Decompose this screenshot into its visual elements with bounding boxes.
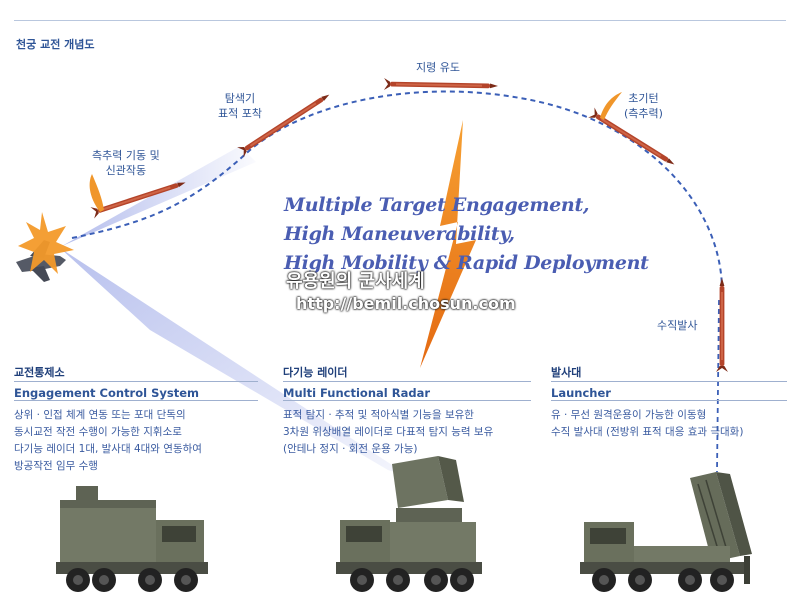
column-description: 상위 · 인접 체계 연동 또는 포대 단독의 동시교전 작전 수행이 가능한 … xyxy=(14,409,202,472)
column-radar: 다기능 레이더 Multi Functional Radar 표적 탐지 · 추… xyxy=(283,364,531,458)
label-initial-turn: 초기턴(측추력) xyxy=(624,92,663,120)
label-vertical-launch: 수직발사 xyxy=(657,319,698,332)
missile-capture xyxy=(237,94,330,158)
column-description: 표적 탐지 · 추적 및 적아식별 기능을 보유한 3차원 위상배열 레이더로 … xyxy=(283,409,494,455)
radar-truck xyxy=(336,456,482,592)
capability-banner: Multiple Target Engagement, High Maneuve… xyxy=(284,194,649,274)
missile-maneuver xyxy=(90,182,186,219)
diagram-title: 천궁 교전 개념도 xyxy=(16,38,95,51)
column-eng-title: Multi Functional Radar xyxy=(283,382,531,401)
column-kor-title: 다기능 레이더 xyxy=(283,364,531,382)
watermark-url: http://bemil.chosun.com xyxy=(296,294,516,313)
launch-path xyxy=(716,299,720,473)
radar-beam-lower xyxy=(60,248,412,478)
column-kor-title: 발사대 xyxy=(551,364,787,382)
column-engagement-control: 교전통제소 Engagement Control System 상위 · 인접 … xyxy=(14,364,258,475)
watermark-name: 유용원의 군사세계 xyxy=(286,271,425,292)
column-kor-title: 교전통제소 xyxy=(14,364,258,382)
label-guidance: 지령 유도 xyxy=(416,61,460,74)
flight-path xyxy=(71,90,723,289)
column-launcher: 발사대 Launcher 유 · 무선 원격운용이 가능한 이동형 수직 발사대… xyxy=(551,364,787,441)
flame-initial-turn xyxy=(600,92,622,120)
explosion xyxy=(18,212,74,274)
missile-initial-turn xyxy=(588,107,675,165)
ecs-truck xyxy=(56,486,208,592)
top-rule xyxy=(14,20,786,21)
missile-vertical xyxy=(716,278,728,372)
launcher-truck xyxy=(580,472,752,592)
column-description: 유 · 무선 원격운용이 가능한 이동형 수직 발사대 (전방위 표적 대응 효… xyxy=(551,409,744,438)
radar-beam-upper xyxy=(62,146,256,246)
flame-maneuver xyxy=(89,174,104,212)
lightning-bolt xyxy=(420,120,476,368)
missile-guidance xyxy=(383,78,498,91)
column-eng-title: Launcher xyxy=(551,382,787,401)
column-eng-title: Engagement Control System xyxy=(14,382,258,401)
